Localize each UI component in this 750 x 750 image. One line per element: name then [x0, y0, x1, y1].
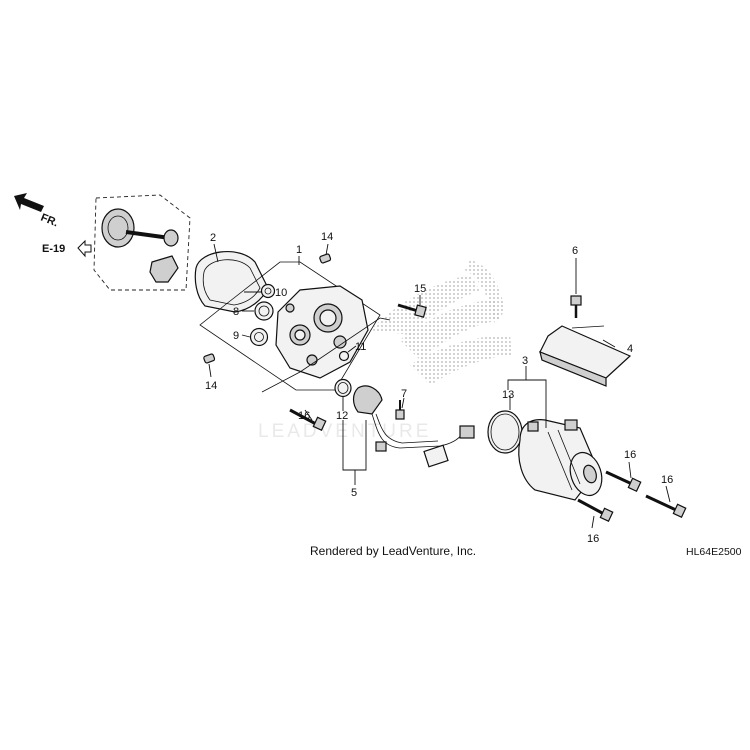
part-11-o-ring[interactable]	[338, 350, 350, 362]
part-1-bracket-lines	[199, 261, 381, 391]
callout-16-upper-right[interactable]: 16	[624, 449, 636, 461]
callout-13[interactable]: 13	[502, 389, 514, 401]
part-8-bearing[interactable]	[254, 301, 274, 321]
part-5-sensor-harness[interactable]	[352, 385, 475, 468]
front-direction-arrow: FR.	[14, 193, 60, 229]
callout-15[interactable]: 15	[414, 283, 426, 295]
callout-2[interactable]: 2	[210, 232, 216, 244]
callout-7[interactable]: 7	[401, 388, 407, 400]
part-4-cover[interactable]	[539, 325, 632, 387]
callout-12[interactable]: 12	[336, 410, 348, 422]
part-16-bolt-lower[interactable]	[577, 498, 614, 523]
front-label: FR.	[39, 212, 60, 230]
callout-5[interactable]: 5	[351, 487, 357, 499]
part-16-bolt-middle[interactable]	[645, 494, 687, 519]
part-13-o-ring[interactable]	[487, 410, 523, 454]
callout-14-upper[interactable]: 14	[321, 231, 333, 243]
part-12-o-ring[interactable]	[334, 378, 352, 398]
credit-text: Rendered by LeadVenture, Inc.	[310, 544, 476, 558]
part-3-motor[interactable]	[518, 419, 607, 501]
part-9-bearing[interactable]	[249, 327, 269, 347]
part-14-dowel-pin-upper[interactable]	[319, 253, 332, 264]
part-7-bolt[interactable]	[395, 400, 405, 420]
callout-10[interactable]: 10	[275, 287, 287, 299]
part-14-dowel-pin-lower[interactable]	[203, 353, 216, 364]
part-16-bolt-upper[interactable]	[605, 470, 642, 493]
callout-9[interactable]: 9	[233, 330, 239, 342]
part-16-bolt-left[interactable]	[289, 408, 327, 432]
callout-3[interactable]: 3	[522, 355, 528, 367]
small-gear	[163, 229, 179, 247]
callout-8[interactable]: 8	[233, 306, 239, 318]
callout-14-lower[interactable]: 14	[205, 380, 217, 392]
diagram-code: HL64E2500	[686, 546, 742, 558]
part-16-bracket-lines	[261, 317, 391, 393]
part-15-bolt[interactable]	[397, 303, 427, 318]
reference-arrow-icon	[77, 239, 92, 258]
callout-16-left[interactable]: 16	[298, 410, 310, 422]
part-6-bolt[interactable]	[570, 295, 582, 318]
reference-gear-group	[93, 194, 191, 291]
watermark-text: LEADVENTURE	[258, 421, 431, 442]
part-10-seal[interactable]	[260, 283, 276, 299]
part-4-bracket-line	[571, 325, 605, 329]
callout-11[interactable]: 11	[355, 341, 366, 353]
callout-16-right[interactable]: 16	[661, 474, 673, 486]
callout-1[interactable]: 1	[296, 244, 302, 256]
reference-e19[interactable]: E-19	[42, 239, 92, 258]
leader-lines	[208, 243, 671, 529]
part-2-gasket[interactable]	[194, 250, 269, 313]
callout-4[interactable]: 4	[627, 343, 633, 355]
reference-e19-label: E-19	[42, 243, 65, 255]
callout-16-lower[interactable]: 16	[587, 533, 599, 545]
part-1-housing[interactable]	[275, 285, 369, 379]
shift-fork	[149, 255, 179, 283]
large-gear	[101, 208, 135, 248]
callout-6[interactable]: 6	[572, 245, 578, 257]
callout-labels: 2 1 14 10 8 9 15 11 14 7 12 16 5 3 13 6 …	[205, 231, 673, 545]
